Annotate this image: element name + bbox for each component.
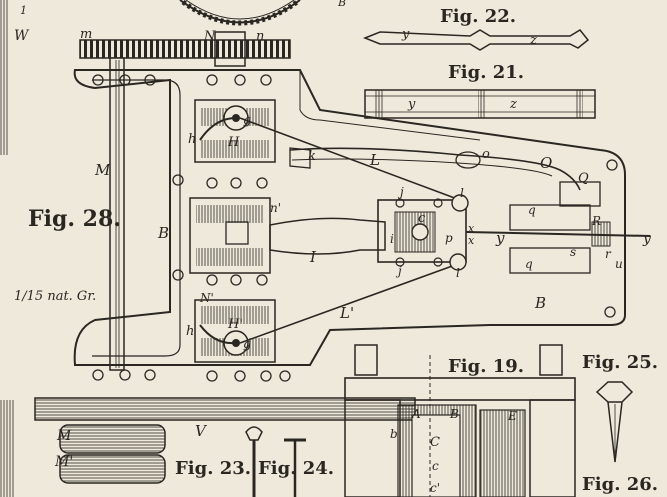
label-N: N bbox=[203, 29, 216, 44]
label-x-bottom: x bbox=[468, 234, 475, 247]
fig23-pin bbox=[245, 426, 263, 497]
top-gear-wheel bbox=[179, 0, 301, 26]
label-z-fig22: z bbox=[529, 33, 537, 48]
label-i: i bbox=[390, 232, 394, 246]
fig28-machine bbox=[34, 31, 651, 484]
label-M-pulley: M bbox=[56, 428, 72, 444]
label-M-shaft: M bbox=[94, 161, 111, 179]
label-H: H bbox=[227, 135, 240, 150]
frame-bolts-bottom bbox=[92, 159, 618, 382]
label-g-bottom: g bbox=[243, 337, 251, 352]
label-y-fig21: y bbox=[407, 97, 416, 112]
fig22-bar bbox=[362, 29, 590, 51]
lower-bearing-H-prime bbox=[194, 299, 276, 363]
upper-bearing-H bbox=[194, 99, 276, 163]
fig25-caption: Fig. 25. bbox=[582, 352, 658, 373]
fig28-caption: Fig. 28. bbox=[28, 206, 121, 232]
fig25-spike bbox=[595, 381, 634, 463]
label-n: n bbox=[256, 29, 264, 44]
label-x-top: x bbox=[468, 222, 475, 235]
label-j-bottom: j bbox=[395, 264, 402, 278]
label-c-prime-fig19: c' bbox=[430, 481, 440, 495]
label-Q: Q bbox=[578, 171, 589, 186]
label-k: k bbox=[308, 149, 316, 164]
label-u: u bbox=[615, 257, 623, 271]
fig23-caption: Fig. 23. bbox=[175, 458, 251, 479]
central-slide bbox=[377, 194, 469, 271]
scale-note: 1/15 nat. Gr. bbox=[14, 289, 96, 304]
label-y-mid: y bbox=[495, 229, 505, 247]
label-l-top: l bbox=[460, 186, 464, 200]
label-L: L bbox=[369, 151, 380, 169]
label-o: o bbox=[482, 147, 490, 162]
label-q-bottom: q bbox=[525, 257, 533, 271]
fig21-caption: Fig. 21. bbox=[448, 62, 524, 83]
label-I: I bbox=[309, 248, 317, 266]
label-B-fig19: B bbox=[449, 407, 459, 421]
label-R: R bbox=[591, 214, 601, 228]
label-z-fig21: z bbox=[509, 97, 517, 112]
frame-bolts-mid bbox=[172, 174, 268, 286]
label-N-prime: N' bbox=[199, 291, 214, 305]
fig19-assembly bbox=[344, 344, 576, 497]
label-C-fig19: C bbox=[430, 435, 440, 450]
fig24-caption: Fig. 24. bbox=[258, 458, 334, 479]
corner-number: 1 bbox=[20, 4, 27, 17]
frame-bolts-top bbox=[92, 74, 272, 86]
top-letter-B: B bbox=[337, 0, 346, 9]
label-V: V bbox=[195, 422, 208, 440]
label-m: m bbox=[80, 27, 92, 42]
corner-letter-W: W bbox=[14, 28, 30, 44]
label-b-fig19: b bbox=[390, 427, 398, 441]
label-r: r bbox=[605, 247, 612, 261]
label-E-fig19: E bbox=[507, 409, 517, 423]
fig22-caption: Fig. 22. bbox=[440, 6, 516, 27]
middle-bearing bbox=[189, 197, 271, 274]
label-M-prime-pulley: M' bbox=[54, 454, 73, 470]
label-L-prime: L' bbox=[339, 304, 354, 322]
label-y-fig22: y bbox=[401, 27, 410, 42]
label-c-fig19: c bbox=[432, 459, 439, 473]
label-O: O bbox=[540, 154, 552, 172]
fig19-caption: Fig. 19. bbox=[448, 356, 524, 377]
label-y-right: y bbox=[642, 231, 652, 247]
label-c: c bbox=[418, 211, 426, 226]
label-B-frame: B bbox=[157, 224, 169, 242]
label-h-bottom: h bbox=[186, 324, 194, 339]
label-A-fig19: A bbox=[411, 407, 421, 421]
label-j-top: j bbox=[397, 185, 404, 199]
fig26-caption: Fig. 26. bbox=[582, 474, 658, 495]
label-q-top: q bbox=[528, 203, 536, 217]
label-B-right: B bbox=[534, 294, 546, 312]
left-page-edge bbox=[0, 0, 14, 497]
label-n-prime: n' bbox=[270, 201, 281, 215]
label-g-top: g bbox=[243, 113, 251, 128]
label-H-prime: H' bbox=[227, 317, 243, 332]
fig21-bar bbox=[364, 89, 596, 119]
label-h-top: h bbox=[188, 132, 196, 147]
label-l-bottom: l bbox=[456, 266, 460, 280]
fig24-pin bbox=[284, 438, 306, 497]
label-p: p bbox=[445, 231, 453, 245]
label-s: s bbox=[570, 245, 576, 259]
